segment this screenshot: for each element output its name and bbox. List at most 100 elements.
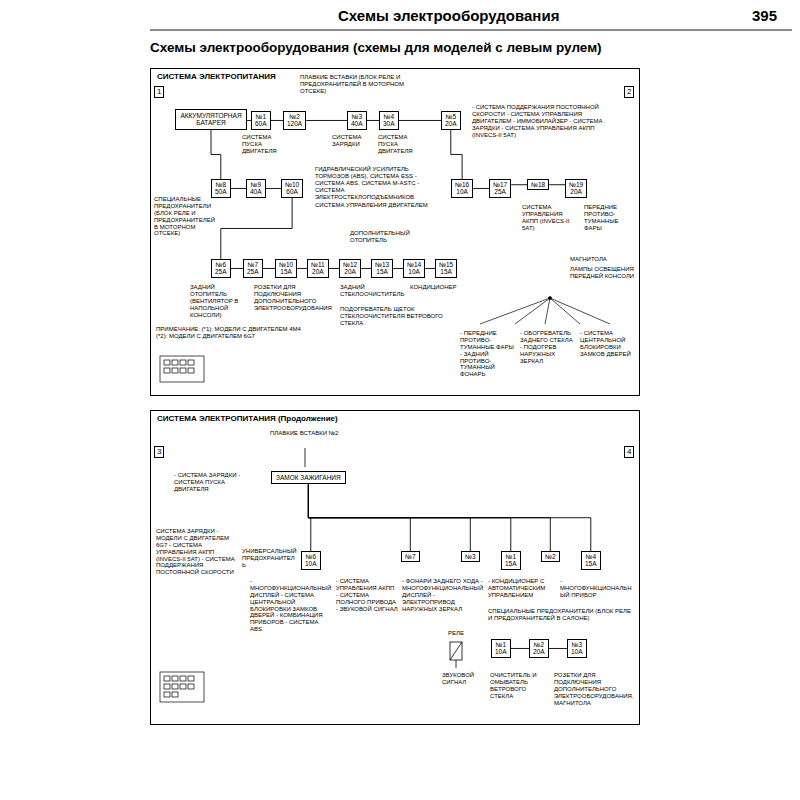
circuit-name: ЗВУКОВОЙ СИГНАЛ: [442, 672, 484, 686]
fuse-box: №160A: [251, 111, 271, 130]
wire: [308, 484, 590, 551]
node-text: 15A: [279, 268, 293, 275]
battery-box: АККУМУЛЯТОРНАЯ БАТАРЕЯ: [175, 109, 247, 130]
fuse-box: №1610A: [451, 179, 473, 198]
node-text: №3: [571, 641, 583, 648]
block-note: ПЛАВКИЕ ВСТАВКИ №2: [270, 430, 350, 437]
fuse-box: №1060A: [281, 179, 303, 198]
block-note: ПЛАВКИЕ ВСТАВКИ (БЛОК РЕЛЕ И ПРЕДОХРАНИТ…: [300, 74, 430, 95]
circuit-name: ЗАДНИЙ ОТОПИТЕЛЬ (ВЕНТИЛЯТОР В НАПОЛЬНОЙ…: [190, 284, 250, 318]
header-rule: [150, 29, 792, 31]
node-text: №12: [343, 261, 357, 268]
relay-symbol: [450, 642, 462, 668]
wire: [367, 120, 379, 121]
fuse-box: №625A: [211, 259, 231, 278]
node-text: №2: [287, 113, 302, 120]
node-text: 15A: [585, 560, 597, 567]
circuit-list: - ОБОГРЕВАТЕЛЬ ЗАДНЕГО СТЕКЛА - ПОДОГРЕВ…: [520, 330, 576, 364]
fuse-box: №1120A: [307, 259, 329, 278]
fuse-box: №2: [541, 551, 560, 562]
circuit-name: ЗАДНИЙ СТЕКЛООЧИСТИТЕЛЬ: [340, 284, 406, 298]
wire: [549, 648, 567, 649]
sheet-number: 3: [154, 446, 164, 458]
node-text: №13: [375, 261, 389, 268]
fuse-box: №850A: [211, 179, 231, 198]
fuse-box: №7: [401, 551, 420, 562]
block-note: УНИВЕРСАЛЬНЫЙ ПРЕДОХРАНИТЕЛЬ: [242, 548, 297, 569]
fuse-box: №115A: [501, 551, 521, 570]
node-text: 10A: [495, 648, 507, 655]
circuit-list: - ФОНАРИ ЗАДНЕГО ХОДА - МНОГОФУНКЦИОНАЛЬ…: [402, 578, 484, 612]
node-text: №1: [255, 113, 267, 120]
relay-label: РЕЛЕ: [448, 630, 464, 637]
node-text: №18: [531, 181, 545, 188]
node-text: №2: [545, 553, 556, 560]
circuit-name: СИСТЕМА УПРАВЛЕНИЯ ДВИГАТЕЛЕМ: [315, 202, 440, 209]
node-text: №19: [569, 181, 583, 188]
node-text: 30A: [383, 120, 395, 127]
circuit-list: - СИСТЕМА УПРАВЛЕНИЯ АКПП - СИСТЕМА ПОЛН…: [336, 578, 398, 612]
block-note: СПЕЦИАЛЬНЫЕ ПРЕДОХРАНИТЕЛИ (БЛОК РЕЛЕ И …: [488, 608, 636, 622]
panel-title: СИСТЕМА ЭЛЕКТРОПИТАНИЯ: [157, 72, 276, 81]
diagram-title: Схемы электрооборудования (схемы для мод…: [150, 40, 602, 55]
fuse-box: №430A: [379, 111, 399, 130]
node-text: №7: [247, 261, 259, 268]
circuit-name: ПОДОГРЕВАТЕЛЬ ЩЕТОК СТЕКЛООЧИСТИТЕЛЯ ВЕТ…: [340, 306, 450, 327]
node-text: 15A: [505, 560, 517, 567]
node-text: №5: [445, 113, 457, 120]
node-text: 20A: [569, 188, 583, 195]
node-text: №17: [493, 181, 507, 188]
wire: [266, 188, 281, 189]
circuit-list: - ПЕРЕДНИЕ ПРОТИВО-ТУМАННЫЕ ФАРЫ - ЗАДНИ…: [460, 330, 516, 378]
circuit-name: ОЧИСТИТЕЛЬ И ОМЫВАТЕЛЬ ВЕТРОВОГО СТЕКЛА: [490, 672, 550, 700]
node-text: №2: [533, 641, 545, 648]
wire: [211, 130, 221, 179]
circuit-name: РОЗЕТКИ ДЛЯ ПОДКЛЮЧЕНИЯ ДОПОЛНИТЕЛЬНОГО …: [254, 284, 336, 312]
node-text: 20A: [445, 120, 457, 127]
fuse-box: №1015A: [275, 259, 297, 278]
circuit-name: СИСТЕМА ЗАРЯДКИ: [332, 134, 372, 148]
wire: [329, 268, 339, 269]
node-text: 40A: [351, 120, 363, 127]
node-text: 25A: [493, 188, 507, 195]
node-text: №10: [285, 181, 299, 188]
block-note: СПЕЦИАЛЬНЫЕ ПРЕДОХРАНИТЕЛИ (БЛОК РЕЛЕ И …: [154, 196, 216, 237]
fuse-box: №340A: [347, 111, 367, 130]
wire: [451, 130, 462, 179]
node-text: №1: [495, 641, 507, 648]
node-text: 10A: [571, 648, 583, 655]
wire: [549, 184, 565, 185]
circuit-list: - СИСТЕМА ПОДДЕРЖАНИЯ ПОСТОЯННОЙ СКОРОСТ…: [472, 104, 622, 138]
circuit-name: ПЕРЕДНИЕ ПРОТИВО-ТУМАННЫЕ ФАРЫ: [584, 204, 636, 232]
fuse-box: №415A: [581, 551, 601, 570]
wire: [473, 188, 489, 189]
circuit-name: ДОПОЛНИТЕЛЬНЫЙ ОТОПИТЕЛЬ: [350, 230, 430, 244]
node-text: №14: [407, 261, 421, 268]
node-text: ЗАМОК ЗАЖИГАНИЯ: [276, 474, 341, 481]
fuse-box: №725A: [243, 259, 263, 278]
wire: [305, 448, 306, 467]
node-text: 50A: [215, 188, 227, 195]
fuse-box: №2120A: [283, 111, 306, 130]
circuit-name: РОЗЕТКИ ДЛЯ ПОДКЛЮЧЕНИЯ ДОПОЛНИТЕЛЬНОГО …: [554, 672, 636, 706]
footnote: ПРИМЕЧАНИЕ: (*1): МОДЕЛИ С ДВИГАТЕЛЕМ 4M…: [156, 326, 306, 340]
fuse-box: №1315A: [371, 259, 393, 278]
fuse-box: №1410A: [403, 259, 425, 278]
wire: [425, 268, 435, 269]
circuit-name: СИСТЕМА ПУСКА ДВИГАТЕЛЯ: [378, 134, 423, 155]
node-text: №3: [465, 553, 476, 560]
node-text: №3: [351, 113, 363, 120]
node-text: №10: [279, 261, 293, 268]
fuse-box: №18: [527, 179, 549, 190]
connector-symbol: [160, 672, 204, 702]
fuse-box: №610A: [301, 551, 321, 570]
fuse-box: №940A: [246, 179, 266, 198]
wire: [263, 268, 275, 269]
wire: [231, 188, 246, 189]
sheet-number: 1: [154, 86, 164, 98]
circuit-name: СИСТЕМА УПРАВЛЕНИЯ АКПП (INVECS-II 5AT): [522, 204, 580, 232]
circuit-list: - МНОГОФУНКЦИОНАЛЬНЫЙ ДИСПЛЕЙ - СИСТЕМА …: [250, 578, 332, 633]
node-text: АККУМУЛЯТОРНАЯ БАТАРЕЯ: [180, 112, 242, 127]
